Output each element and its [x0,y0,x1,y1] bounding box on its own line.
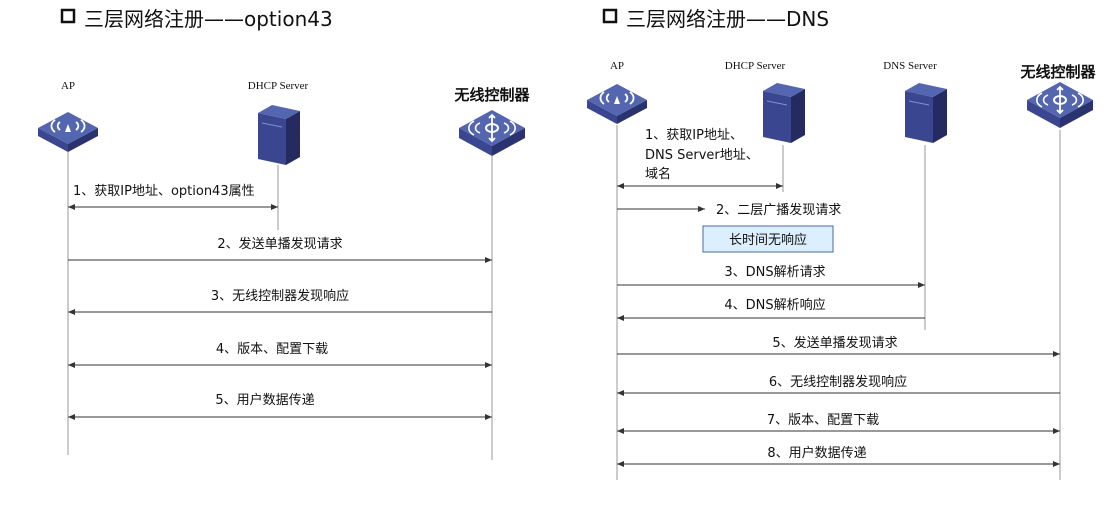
right-dns-label: DNS Server [883,60,937,72]
right-msg-8: 8、用户数据传递 [767,445,866,461]
right-msg-7: 7、版本、配置下载 [767,413,879,428]
left-msg-4: 4、版本、配置下载 [216,342,328,357]
left-msg-2: 2、发送单播发现请求 [217,236,342,252]
right-msg-3: 3、DNS解析请求 [724,265,825,280]
right-msg-1-line-2: DNS Server地址、 [645,148,759,163]
left-title: 三层网络注册——option43 [84,7,333,31]
left-msg-3: 3、无线控制器发现响应 [211,288,349,304]
right-msg-2: 2、二层广播发现请求 [716,202,841,218]
right-dhcp-label: DHCP Server [725,60,786,72]
bullet-square-icon [60,8,76,24]
right-ap-label: AP [610,60,624,72]
left-ap-icon [37,111,99,153]
right-msg-6: 6、无线控制器发现响应 [769,374,907,390]
right-title: 三层网络注册——DNS [626,7,829,31]
right-controller-label: 无线控制器 [1019,63,1096,81]
left-msg-5: 5、用户数据传递 [215,392,314,408]
right-ap-icon [586,83,648,125]
left-ap-label: AP [61,80,75,92]
right-msg-1-line-3: 域名 [645,166,671,182]
left-dhcp-server-icon [257,104,301,166]
left-dhcp-label: DHCP Server [248,80,309,92]
left-controller-icon [458,109,526,157]
right-msg-4: 4、DNS解析响应 [724,297,825,313]
timeout-note: 长时间无响应 [729,232,807,248]
left-msg-1: 1、获取IP地址、option43属性 [73,184,255,199]
right-dhcp-server-icon [762,82,806,144]
bullet-square-icon [602,8,618,24]
right-msg-1-line-1: 1、获取IP地址、 [645,128,743,143]
right-msg-5: 5、发送单播发现请求 [772,335,897,351]
right-dns-server-icon [904,82,948,144]
right-controller-icon [1026,81,1094,129]
timeout-note-box [702,225,834,253]
left-controller-label: 无线控制器 [453,86,530,104]
